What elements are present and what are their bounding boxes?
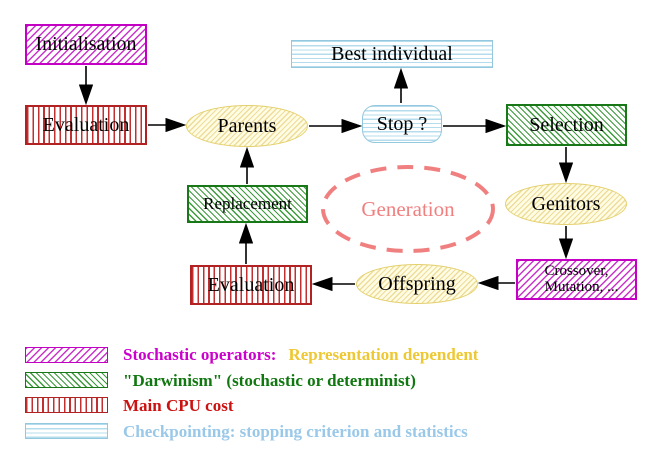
legend-label-main-cpu-cost-text: Main CPU cost (123, 396, 234, 415)
generation-dashed-ellipse (321, 165, 495, 253)
legend-label-checkpointing: Checkpointing: stopping criterion and st… (123, 422, 468, 441)
node-evaluation-bottom-label: Evaluation (207, 273, 295, 296)
node-crossover-mutation: Crossover, Mutation, ... (516, 259, 637, 300)
node-best-individual-label: Best individual (331, 42, 453, 65)
node-stop: Stop ? (362, 105, 442, 143)
node-crossover-line2: Mutation, ... (544, 278, 619, 295)
node-evaluation-top: Evaluation (25, 105, 147, 145)
node-genitors-label: Genitors (531, 192, 601, 215)
node-parents: Parents (186, 105, 308, 147)
node-replacement: Replacement (187, 185, 308, 223)
legend-label-checkpointing-text: Checkpointing: stopping criterion and st… (123, 422, 468, 441)
legend-swatch-main-cpu-cost (25, 397, 108, 413)
legend-label-representation-part: Representation dependent (288, 345, 479, 364)
legend-label-main-cpu-cost: Main CPU cost (123, 396, 234, 415)
node-selection: Selection (506, 104, 627, 146)
legend-label-darwinism-text: "Darwinism" (stochastic or determinist) (123, 371, 416, 390)
legend-swatch-stochastic-operators (25, 347, 108, 363)
legend-swatch-darwinism (25, 372, 108, 388)
node-initialisation-label: Initialisation (35, 33, 137, 55)
node-generation-label: Generation (361, 196, 455, 221)
legend-label-stochastic-operators: Stochastic operators: Representation dep… (123, 345, 479, 364)
node-replacement-label: Replacement (203, 194, 292, 214)
node-selection-label: Selection (529, 113, 604, 136)
node-initialisation: Initialisation (25, 24, 147, 65)
node-evaluation-top-label: Evaluation (42, 113, 130, 136)
legend-label-darwinism: "Darwinism" (stochastic or determinist) (123, 371, 416, 390)
node-crossover-line1: Crossover, (544, 262, 609, 279)
node-generation: Generation (323, 167, 493, 251)
node-genitors: Genitors (505, 183, 627, 225)
node-stop-label: Stop ? (376, 112, 428, 135)
node-evaluation-bottom: Evaluation (190, 265, 312, 305)
node-offspring-label: Offspring (378, 272, 456, 295)
legend-swatch-checkpointing (25, 423, 108, 439)
node-parents-label: Parents (217, 114, 277, 137)
legend-label-stochastic-part: Stochastic operators: (123, 345, 277, 364)
node-offspring: Offspring (356, 264, 478, 304)
node-best-individual: Best individual (291, 40, 493, 68)
